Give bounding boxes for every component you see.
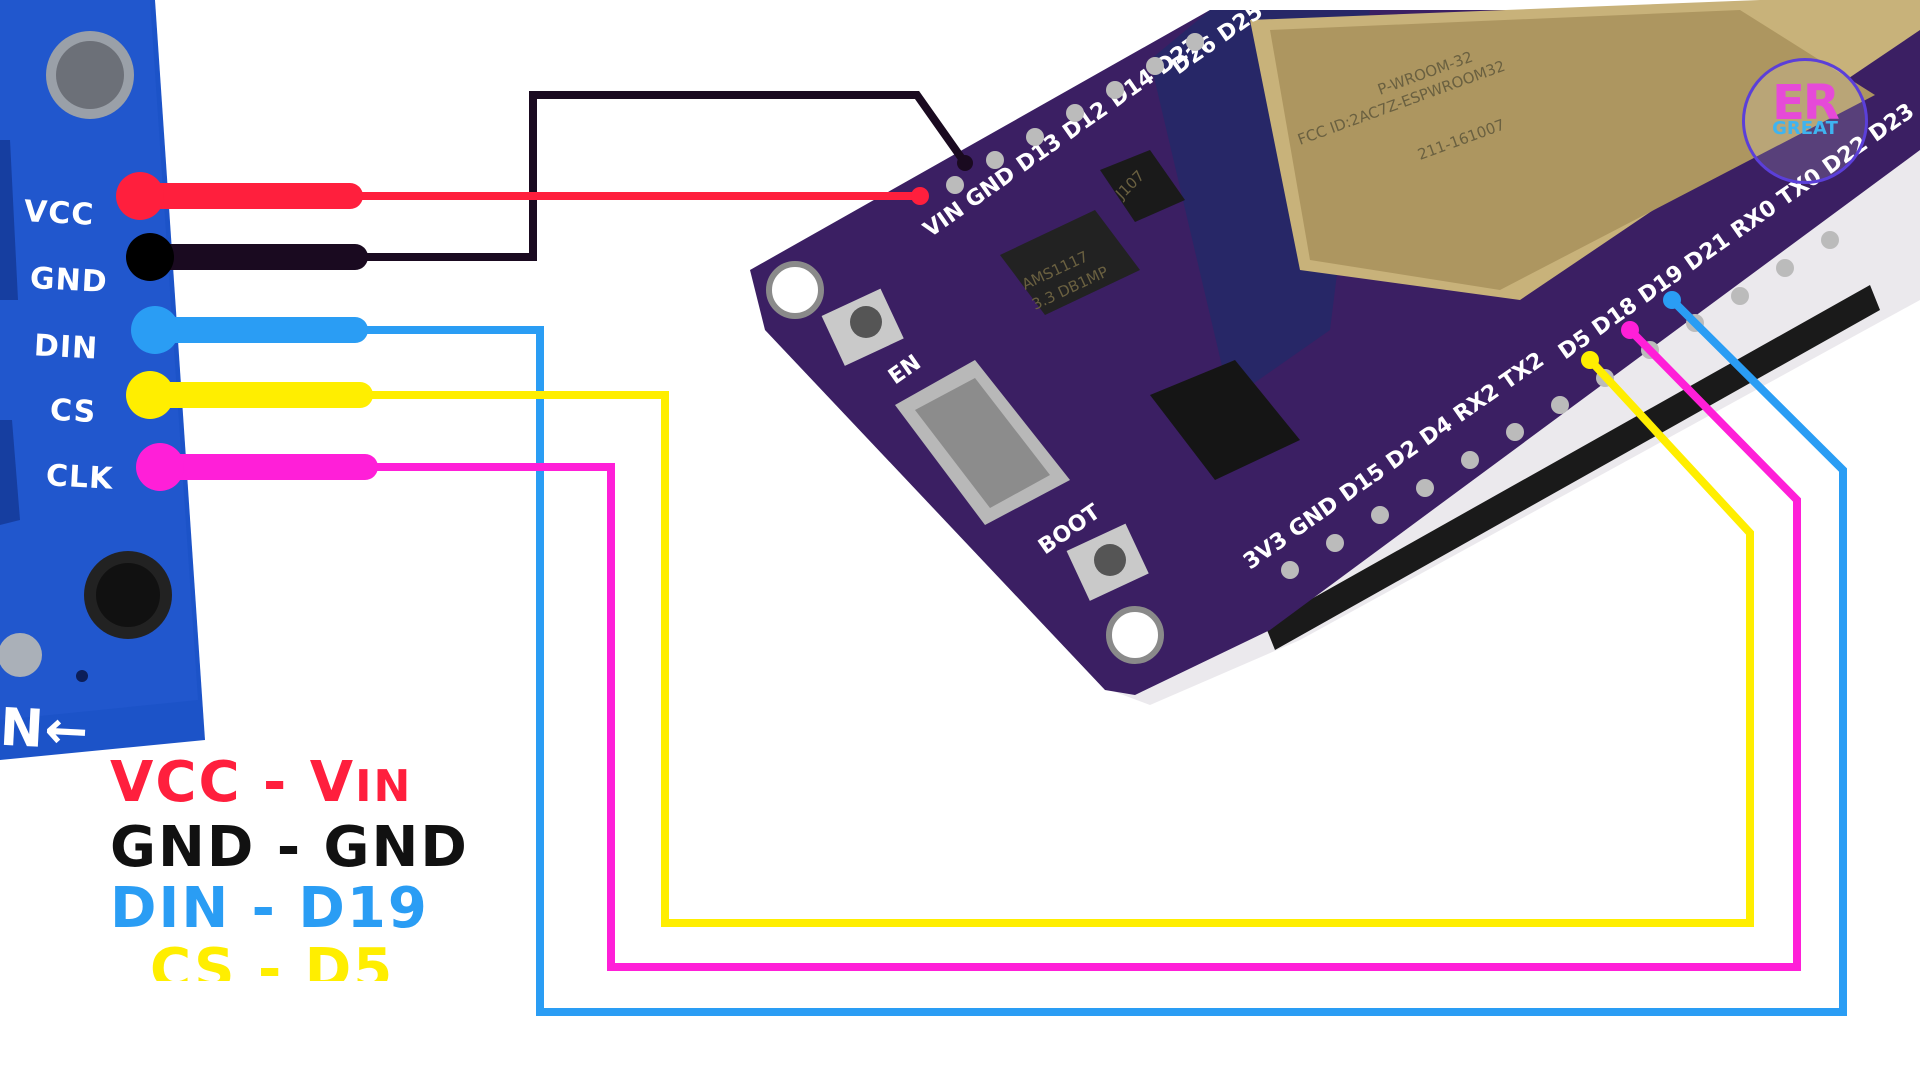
vcc-pin-dot — [116, 172, 164, 220]
header-holes-top — [946, 33, 1204, 194]
module-mount-hole-top-inner — [56, 41, 124, 109]
micro-usb-port-inner — [915, 378, 1050, 508]
en-button-cap[interactable] — [850, 306, 882, 338]
usb-uart-chip — [1150, 360, 1300, 480]
clk-pin-dot — [136, 443, 184, 491]
module-screw — [0, 633, 42, 677]
gnd-board-dot — [957, 155, 973, 171]
cs-board-dot — [1581, 351, 1599, 369]
board-hole-bottom — [1106, 606, 1164, 664]
cs-pin-dot — [126, 371, 174, 419]
logo-text-small: GREAT — [1772, 118, 1838, 139]
gnd-wire — [300, 91, 969, 261]
legend-gnd: GND - GND — [110, 815, 469, 880]
clk-board-dot — [1621, 321, 1639, 339]
din-wire — [300, 297, 1847, 1016]
channel-logo: ER GREAT — [1742, 58, 1868, 184]
logo-text-big: ER — [1772, 75, 1840, 131]
max7219-module — [0, 0, 205, 760]
module-trace — [0, 420, 20, 525]
module-pin-gnd: GND — [29, 260, 109, 301]
module-pin-din: DIN — [33, 328, 100, 367]
legend-din: DIN - D19 — [110, 876, 429, 941]
legend-cs: CS - D5 — [150, 939, 395, 981]
header-pins-bottom — [1265, 285, 1880, 650]
wires — [116, 91, 1847, 1016]
cs-wire — [300, 357, 1754, 927]
module-mount-hole-bottom-inner — [96, 563, 160, 627]
legend-vcc-sub: IN — [355, 761, 413, 812]
small-ic — [1100, 150, 1185, 222]
gnd-pin-dot — [126, 233, 174, 281]
module-pin-clk: CLK — [45, 458, 115, 497]
din-board-dot — [1663, 291, 1681, 309]
module-via — [76, 670, 88, 682]
vcc-board-dot — [911, 187, 929, 205]
module-pin-vcc: VCC — [23, 194, 96, 233]
esp32-board: P-WROOM-32 FCC ID:2AC7Z-ESPWROOM32 211-1… — [750, 0, 1920, 705]
board-hole-left — [766, 261, 824, 319]
clk-wire — [300, 327, 1801, 971]
din-pin-dot — [131, 306, 179, 354]
regulator-chip — [1000, 210, 1140, 315]
module-pin-cs: CS — [49, 392, 98, 431]
legend-vcc-text: VCC - V — [110, 750, 356, 815]
legend-vcc: VCC - VIN — [110, 752, 469, 817]
module-direction-label: N← — [0, 697, 91, 763]
connection-legend: VCC - VIN GND - GND DIN - D19 CS - D5 — [110, 752, 469, 981]
module-trace-2 — [0, 140, 18, 300]
wroom-shield-inner — [1270, 10, 1875, 290]
boot-button-cap[interactable] — [1094, 544, 1126, 576]
